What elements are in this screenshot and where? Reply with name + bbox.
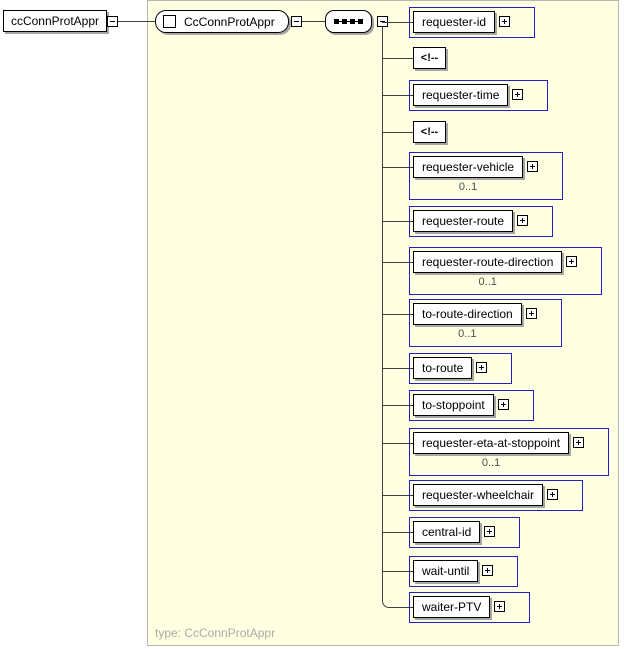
collapse-toggle-type-icon[interactable] — [291, 16, 302, 27]
expand-toggle-icon[interactable] — [497, 399, 509, 410]
element-box-wait-until[interactable]: wait-until — [413, 560, 479, 582]
element-box-requester-route[interactable]: requester-route — [413, 210, 514, 232]
element-stack: to-stoppoint — [413, 394, 494, 416]
connector-line — [382, 405, 413, 406]
schema-element-row: waiter-PTV — [409, 592, 531, 623]
schema-element-row: requester-wheelchair — [409, 480, 584, 511]
root-element-box[interactable]: ccConnProtAppr — [3, 10, 107, 32]
connector-line — [382, 495, 413, 496]
connector-line — [118, 21, 155, 22]
schema-element-row: requester-vehicle 0..1 — [409, 152, 564, 200]
element-stack: requester-id — [413, 11, 496, 33]
annotation-comment-box[interactable]: <!-- — [413, 121, 446, 143]
schema-element-row: requester-route-direction 0..1 — [409, 247, 603, 295]
occurs-label: 0..1 — [458, 181, 478, 193]
expand-toggle-icon[interactable] — [517, 215, 529, 226]
sequence-compositor[interactable] — [325, 10, 372, 33]
element-box-requester-id[interactable]: requester-id — [413, 11, 496, 33]
element-stack: requester-eta-at-stoppoint 0..1 — [413, 432, 570, 471]
connector-line — [382, 368, 413, 369]
schema-element-row: to-route-direction 0..1 — [409, 299, 562, 347]
connector-line — [382, 95, 413, 96]
element-stack: requester-route-direction 0..1 — [413, 251, 563, 290]
occurs-label: 0..1 — [481, 457, 501, 469]
element-box-to-route[interactable]: to-route — [413, 357, 473, 379]
expand-toggle-icon[interactable] — [512, 89, 524, 100]
sequence-icon — [334, 19, 363, 24]
element-stack: central-id — [413, 521, 481, 543]
connector-line — [382, 571, 413, 572]
schema-element-row: central-id — [409, 517, 521, 548]
expand-toggle-icon[interactable] — [525, 308, 537, 319]
collapse-toggle-sequence-icon[interactable] — [377, 16, 388, 27]
element-box-requester-vehicle[interactable]: requester-vehicle — [413, 156, 524, 178]
trunk-line — [382, 27, 383, 598]
expand-toggle-icon[interactable] — [494, 601, 506, 612]
connector-line — [382, 167, 413, 168]
expand-toggle-icon[interactable] — [476, 362, 488, 373]
occurs-label: 0..1 — [458, 328, 477, 340]
occurs-label: 0..1 — [478, 276, 497, 288]
expand-toggle-icon[interactable] — [499, 16, 511, 27]
expand-toggle-icon[interactable] — [484, 526, 496, 537]
complex-type-label: CcConnProtAppr — [184, 14, 275, 29]
element-stack: waiter-PTV — [413, 596, 491, 618]
connector-line — [382, 22, 413, 23]
element-stack: to-route-direction 0..1 — [413, 303, 522, 342]
annotation-comment-box[interactable]: <!-- — [413, 47, 446, 69]
schema-element-row: to-stoppoint — [409, 390, 534, 421]
element-stack: to-route — [413, 357, 473, 379]
type-footer-label: type: CcConnProtAppr — [155, 626, 276, 640]
expand-toggle-icon[interactable] — [482, 565, 494, 576]
element-stack: requester-wheelchair — [413, 484, 544, 506]
schema-element-row: requester-time — [409, 80, 549, 111]
expand-toggle-icon[interactable] — [573, 437, 585, 448]
element-box-to-stoppoint[interactable]: to-stoppoint — [413, 394, 494, 416]
connector-line — [382, 262, 413, 263]
element-stack: requester-time — [413, 84, 509, 106]
type-content-panel — [147, 0, 619, 646]
schema-element-row: to-route — [409, 353, 513, 384]
expand-toggle-icon[interactable] — [566, 256, 578, 267]
root-element-label: ccConnProtAppr — [10, 14, 100, 28]
connector-line — [302, 21, 325, 22]
element-box-waiter-PTV[interactable]: waiter-PTV — [413, 596, 491, 618]
element-box-requester-route-direction[interactable]: requester-route-direction — [413, 251, 563, 273]
trunk-elbow-line — [382, 598, 413, 608]
connector-line — [382, 132, 413, 133]
element-stack: requester-route — [413, 210, 514, 232]
connector-line — [382, 443, 413, 444]
schema-element-row: wait-until — [409, 556, 519, 587]
complex-type-icon — [163, 15, 176, 28]
schema-element-row: requester-id — [409, 7, 536, 38]
element-stack: wait-until — [413, 560, 479, 582]
connector-line — [382, 314, 413, 315]
element-box-requester-wheelchair[interactable]: requester-wheelchair — [413, 484, 544, 506]
expand-toggle-icon[interactable] — [527, 161, 539, 172]
connector-line — [382, 58, 413, 59]
connector-line — [382, 221, 413, 222]
element-box-to-route-direction[interactable]: to-route-direction — [413, 303, 522, 325]
element-stack: requester-vehicle 0..1 — [413, 156, 524, 195]
connector-line — [382, 532, 413, 533]
schema-element-row: requester-route — [409, 206, 554, 237]
element-box-requester-time[interactable]: requester-time — [413, 84, 509, 106]
complex-type-box[interactable]: CcConnProtAppr — [155, 10, 289, 33]
schema-element-row: requester-eta-at-stoppoint 0..1 — [409, 428, 610, 476]
element-box-central-id[interactable]: central-id — [413, 521, 481, 543]
expand-toggle-icon[interactable] — [547, 489, 559, 500]
element-box-requester-eta-at-stoppoint[interactable]: requester-eta-at-stoppoint — [413, 432, 570, 454]
collapse-toggle-root-icon[interactable] — [107, 16, 118, 27]
